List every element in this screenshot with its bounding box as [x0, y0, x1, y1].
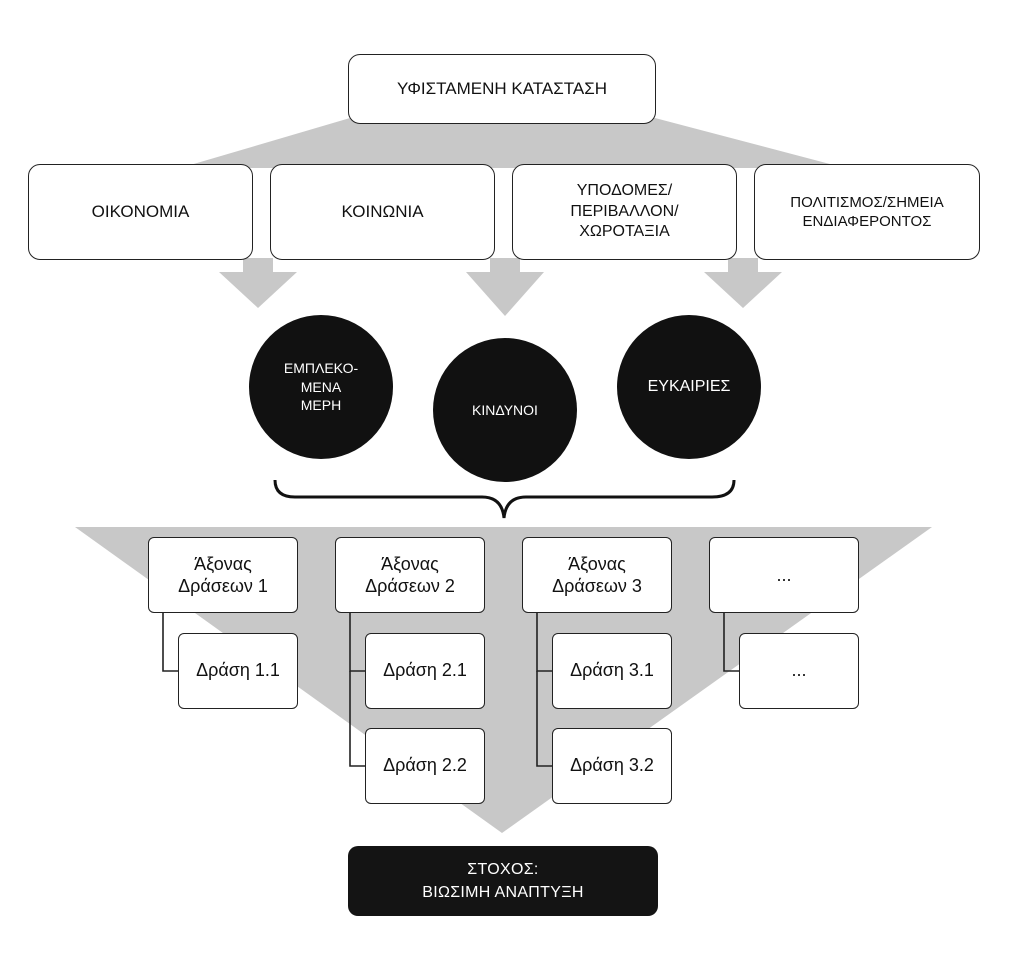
goal-box: ΣΤΟΧΟΣ: ΒΙΩΣΙΜΗ ΑΝΑΠΤΥΞΗ: [348, 846, 658, 916]
category-infrastructure-box: ΥΠΟΔΟΜΕΣ/ ΠΕΡΙΒΑΛΛΟΝ/ ΧΩΡΟΤΑΞΙΑ: [512, 164, 737, 260]
top-trapezoid-arrow: [180, 118, 845, 168]
action-axis-3-box: Άξονας Δράσεων 3: [522, 537, 672, 613]
down-arrow-1: [219, 258, 297, 308]
action-more-box: ...: [739, 633, 859, 709]
action-2-1-box: Δράση 2.1: [365, 633, 485, 709]
action-axis-1-box: Άξονας Δράσεων 1: [148, 537, 298, 613]
current-situation-box: ΥΦΙΣΤΑΜΕΝΗ ΚΑΤΑΣΤΑΣΗ: [348, 54, 656, 124]
action-axis-more-box: ...: [709, 537, 859, 613]
action-3-1-box: Δράση 3.1: [552, 633, 672, 709]
action-1-1-box: Δράση 1.1: [178, 633, 298, 709]
curly-brace: [273, 479, 736, 519]
risks-circle: ΚΙΝΔΥΝΟΙ: [433, 338, 577, 482]
action-2-2-box: Δράση 2.2: [365, 728, 485, 804]
action-axis-2-box: Άξονας Δράσεων 2: [335, 537, 485, 613]
category-society-box: ΚΟΙΝΩΝΙΑ: [270, 164, 495, 260]
category-culture-box: ΠΟΛΙΤΙΣΜΟΣ/ΣΗΜΕΙΑ ΕΝΔΙΑΦΕΡΟΝΤΟΣ: [754, 164, 980, 260]
down-arrow-2: [466, 258, 544, 316]
opportunities-circle: ΕΥΚΑΙΡΙΕΣ: [617, 315, 761, 459]
action-3-2-box: Δράση 3.2: [552, 728, 672, 804]
category-economy-box: ΟΙΚΟΝΟΜΙΑ: [28, 164, 253, 260]
connectors: [162, 612, 739, 767]
down-arrow-3: [704, 258, 782, 308]
stakeholders-circle: ΕΜΠΛΕΚΟ- ΜΕΝΑ ΜΕΡΗ: [249, 315, 393, 459]
